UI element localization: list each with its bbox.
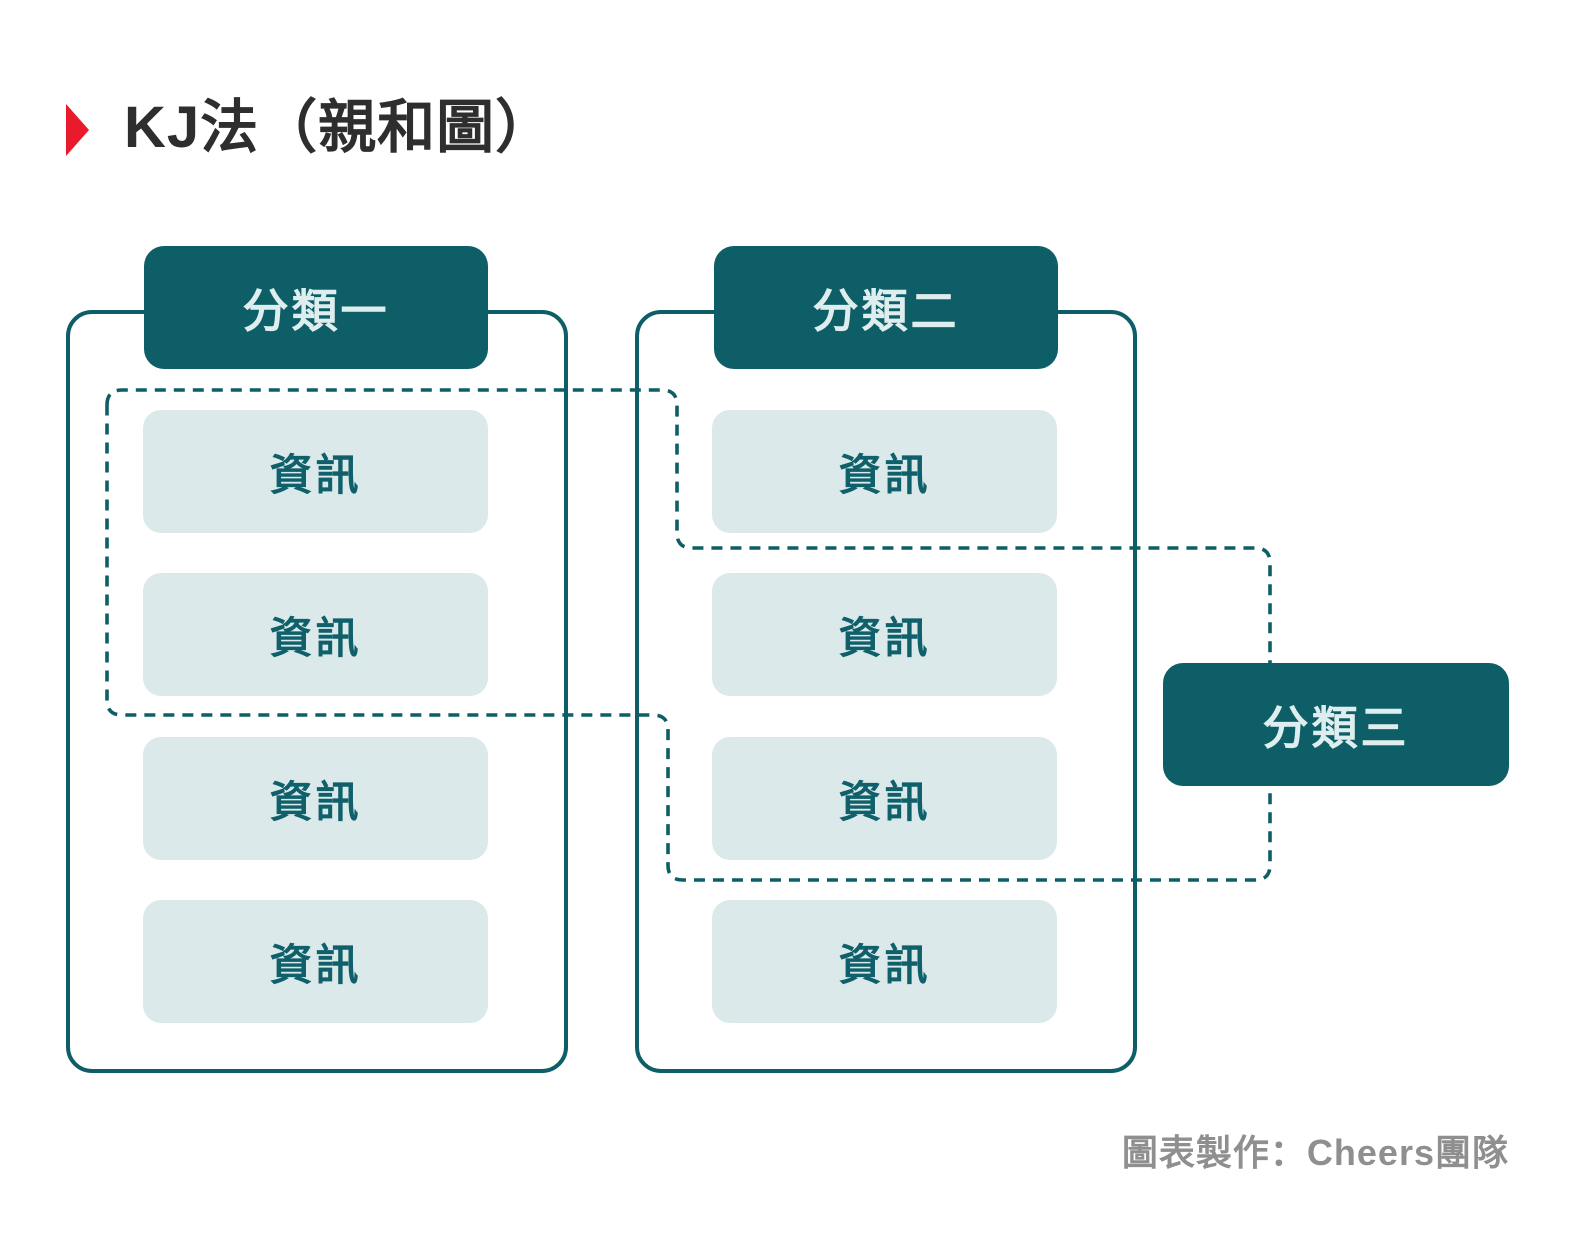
category-2-label: 分類二: [812, 284, 960, 337]
info-label: 資訊: [838, 941, 931, 990]
group-1-info-card-3: 資訊: [143, 737, 488, 860]
group-2-info-card-3: 資訊: [712, 737, 1057, 860]
category-1-label: 分類一: [242, 284, 390, 337]
group-2-info-card-2: 資訊: [712, 573, 1057, 696]
group-1-info-card-2: 資訊: [143, 573, 488, 696]
group-1-info-card-4: 資訊: [143, 900, 488, 1023]
info-label: 資訊: [269, 941, 362, 990]
credit-text: 圖表製作：Cheers團隊: [1121, 1132, 1509, 1173]
category-header-3: 分類三: [1163, 663, 1509, 786]
group-2-info-card-1: 資訊: [712, 410, 1057, 533]
category-header-2: 分類二: [714, 246, 1058, 369]
info-label: 資訊: [269, 451, 362, 500]
group-2-info-card-4: 資訊: [712, 900, 1057, 1023]
info-label: 資訊: [838, 614, 931, 663]
group-1-info-card-1: 資訊: [143, 410, 488, 533]
category-header-1: 分類一: [144, 246, 488, 369]
category-3-label: 分類三: [1262, 701, 1410, 754]
page-title-row: KJ法（親和圖）: [66, 96, 554, 160]
info-label: 資訊: [269, 778, 362, 827]
info-label: 資訊: [838, 451, 931, 500]
info-label: 資訊: [838, 778, 931, 827]
page-title: KJ法（親和圖）: [124, 95, 555, 160]
info-label: 資訊: [269, 614, 362, 663]
red-arrow-bullet-icon: [66, 103, 89, 156]
